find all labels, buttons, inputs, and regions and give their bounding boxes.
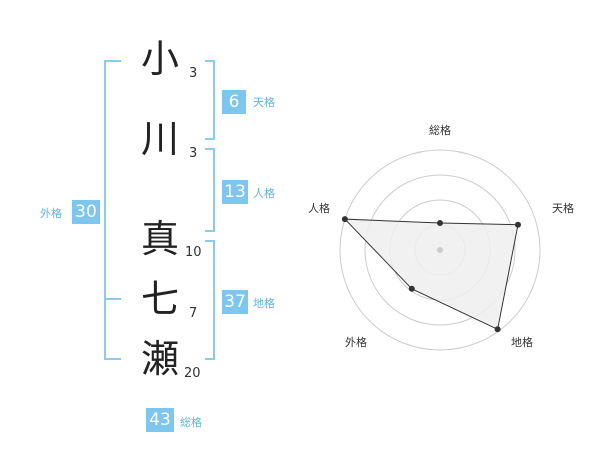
radar-axis-label-chikaku: 地格 [511, 335, 533, 349]
jinkaku-value-badge: 13 [222, 180, 248, 204]
radar-axis-label-soukaku: 総格 [429, 123, 451, 137]
soukaku-label: 総格 [180, 416, 202, 429]
stroke-count-3: 10 [185, 245, 202, 260]
gaikaku-bracket [104, 60, 121, 360]
gaikaku-label: 外格 [40, 207, 62, 220]
jinkaku-label: 人格 [253, 187, 275, 200]
chikaku-label: 地格 [253, 297, 275, 310]
radar-ring-3 [364, 174, 516, 326]
radar-axis-label-jinkaku: 人格 [308, 201, 330, 215]
gaikaku-value-badge: 30 [72, 200, 100, 224]
radar-center-dot [437, 247, 443, 253]
name-char-4: 七 [140, 277, 179, 321]
stroke-count-1: 3 [189, 66, 198, 81]
chikaku-value-badge: 37 [222, 290, 248, 314]
tenkaku-label: 天格 [253, 96, 275, 109]
jinkaku-bracket [205, 148, 215, 232]
radar-point-4 [408, 285, 415, 292]
name-char-5: 瀬 [140, 337, 179, 381]
name-char-2: 川 [140, 117, 179, 161]
stroke-count-2: 3 [189, 146, 198, 161]
chikaku-bracket [205, 240, 215, 360]
name-char-1: 小 [140, 37, 179, 81]
radar-ring-4 [339, 149, 541, 351]
radar-point-5 [341, 216, 348, 223]
stroke-count-4: 7 [189, 306, 198, 321]
tenkaku-bracket [205, 60, 215, 140]
fortune-radar-chart: 総格 天格 地格 外格 人格 [308, 123, 574, 351]
radar-point-2 [515, 221, 521, 228]
radar-axis-label-gaikaku: 外格 [345, 335, 367, 349]
soukaku-value-badge: 43 [146, 408, 174, 432]
radar-point-3 [494, 326, 501, 333]
stroke-count-5: 20 [184, 366, 201, 381]
radar-area [343, 218, 519, 331]
radar-point-1 [437, 220, 443, 226]
radar-axis-label-tenkaku: 天格 [552, 201, 574, 215]
name-char-3: 真 [140, 217, 179, 261]
tenkaku-value-badge: 6 [222, 90, 246, 114]
radar-points [341, 216, 521, 333]
gaikaku-bracket-tick [104, 298, 121, 300]
